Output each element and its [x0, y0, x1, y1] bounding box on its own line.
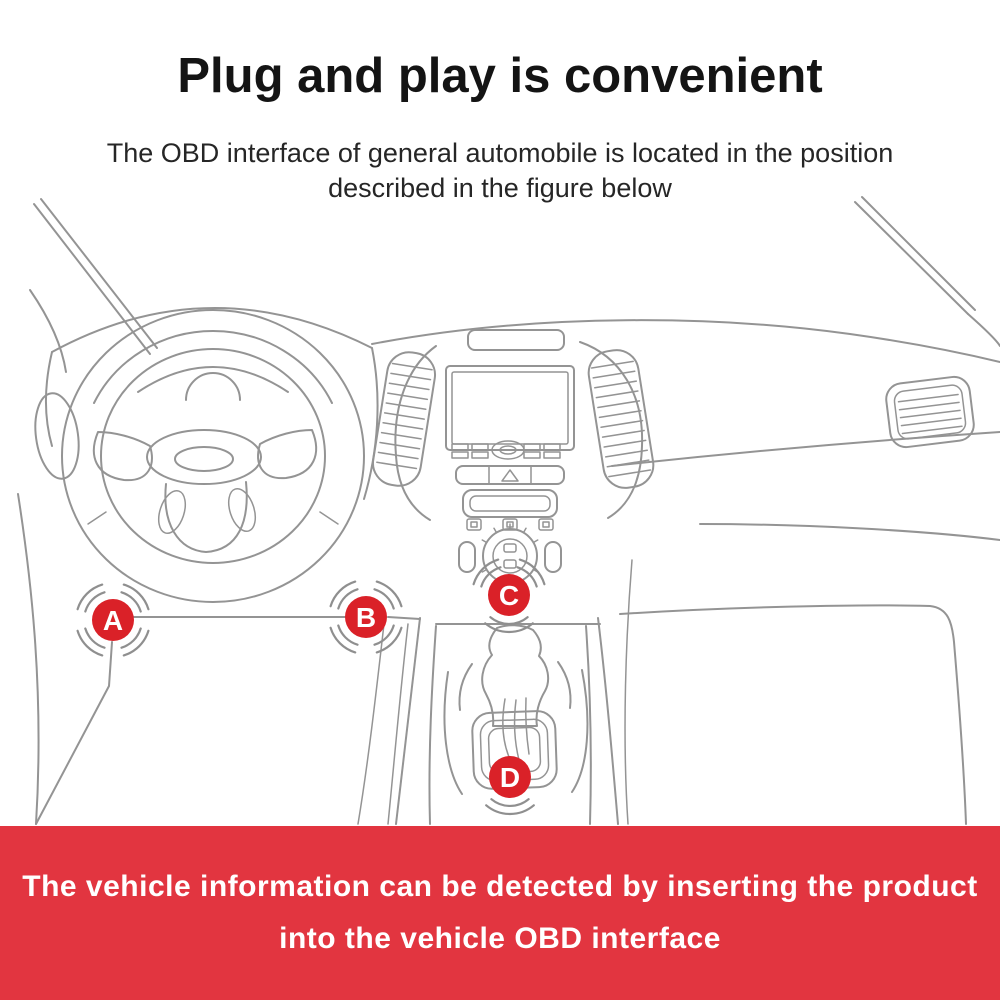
marker-badge — [488, 574, 530, 616]
signal-arc-icon — [516, 566, 538, 588]
banner-line-2: into the vehicle OBD interface — [279, 922, 721, 955]
marker-letter: A — [103, 605, 123, 636]
signal-arc-icon — [373, 624, 395, 646]
signal-arc-icon — [329, 626, 357, 654]
marker-letter: B — [356, 602, 376, 633]
obd-location-marker-B: B — [329, 580, 403, 654]
stack-buttons — [466, 518, 554, 531]
nav-screen — [445, 365, 575, 451]
signal-arc-icon — [120, 627, 142, 649]
signal-arc-icon — [518, 558, 546, 586]
center-vent-left — [371, 351, 437, 487]
signal-arc-icon — [76, 583, 104, 611]
obd-location-marker-A: A — [76, 583, 150, 657]
signal-arc-icon — [373, 588, 395, 610]
signal-arc-icon — [375, 626, 403, 654]
center-vent-right — [587, 349, 655, 489]
obd-markers: A B C D — [76, 558, 546, 815]
page-title: Plug and play is convenient — [177, 49, 823, 103]
signal-arc-icon — [84, 591, 106, 613]
signal-arc-icon — [337, 588, 359, 610]
marker-badge — [345, 596, 387, 638]
signal-arc-icon — [375, 580, 403, 608]
signal-arc-icon — [120, 591, 142, 613]
signal-arc-icon — [122, 629, 150, 657]
signal-arc-icon — [480, 566, 502, 588]
hazard-triangle-icon — [501, 469, 519, 482]
signal-arc-icon — [490, 798, 530, 807]
subtitle-line-1: The OBD interface of general automobile … — [106, 138, 894, 168]
car-dashboard-illustration: A B C D — [17, 196, 1000, 825]
obd-location-marker-D: D — [485, 756, 535, 815]
subtitle-line-2: described in the figure below — [328, 173, 672, 203]
signal-arc-icon — [484, 622, 534, 633]
dashboard-line-art — [17, 196, 1000, 825]
screen-buttons — [451, 440, 561, 460]
signal-arc-icon — [472, 558, 500, 586]
banner-line-1: The vehicle information can be detected … — [22, 870, 978, 903]
signal-arc-icon — [76, 629, 104, 657]
signal-arc-icon — [122, 583, 150, 611]
signal-arc-icon — [84, 627, 106, 649]
signal-arc-icon — [337, 624, 359, 646]
marker-badge — [489, 756, 531, 798]
bottom-banner: The vehicle information can be detected … — [0, 826, 1000, 1000]
marker-letter: D — [500, 762, 520, 793]
subtitle: The OBD interface of general automobile … — [0, 136, 1000, 206]
marker-letter: C — [499, 580, 519, 611]
signal-arc-icon — [489, 616, 529, 625]
signal-arc-icon — [329, 580, 357, 608]
signal-arc-icon — [485, 804, 535, 815]
marker-badge — [92, 599, 134, 641]
door-vent-right — [885, 375, 975, 449]
obd-location-marker-C: C — [472, 558, 546, 633]
